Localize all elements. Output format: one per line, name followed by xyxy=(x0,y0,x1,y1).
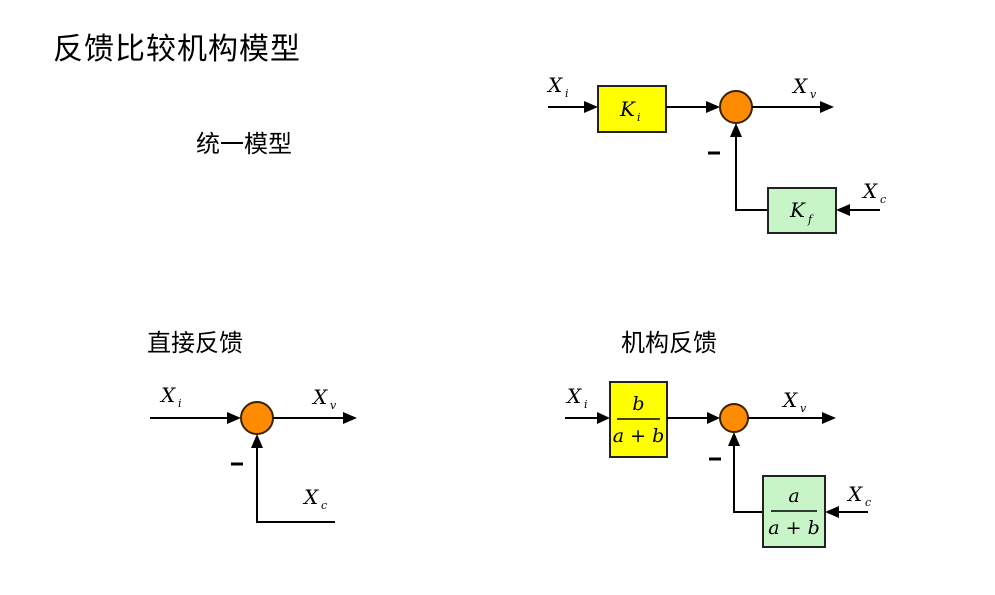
arrow-icon xyxy=(227,412,241,424)
forward-block-main: K xyxy=(619,97,636,121)
feedback-input-label-main: X xyxy=(302,485,319,509)
feedback-input-label-sub: c xyxy=(880,193,886,206)
arrow-icon xyxy=(706,101,720,113)
feedback-block-denominator: a + b xyxy=(768,517,820,539)
summing-junction xyxy=(240,401,274,435)
summing-junction xyxy=(719,403,749,433)
input-label-sub: i xyxy=(565,87,569,100)
output-label-sub: v xyxy=(800,402,807,415)
input-label-sub: i xyxy=(584,398,588,411)
arrow-icon xyxy=(584,101,598,113)
arrow-icon xyxy=(820,101,834,113)
arrow-icon xyxy=(836,204,850,216)
diagram-mechanism: X i b a + b X v a a + b X c xyxy=(565,381,871,548)
arrow-icon xyxy=(707,412,720,424)
arrow-icon xyxy=(251,434,263,448)
output-label-main: X xyxy=(791,74,808,98)
arrow-icon xyxy=(822,412,836,424)
arrow-icon xyxy=(825,506,839,518)
feedback-input-label-main: X xyxy=(846,482,863,506)
input-label-sub: i xyxy=(178,397,182,410)
summing-junction xyxy=(719,90,753,124)
output-label-main: X xyxy=(781,388,798,412)
arrow-icon xyxy=(597,412,610,424)
forward-block-sub: i xyxy=(637,111,641,124)
feedback-input-label-sub: c xyxy=(321,499,327,512)
arrow-icon xyxy=(730,123,742,137)
output-label-sub: v xyxy=(330,399,337,412)
forward-block-numerator: b xyxy=(632,393,644,415)
feedback-block-sub: f xyxy=(807,213,814,226)
feedback-block-numerator: a xyxy=(788,485,799,507)
section-label-mechanism: 机构反馈 xyxy=(621,329,717,357)
feedback-input-label-main: X xyxy=(861,179,878,203)
signal-line-feedback xyxy=(256,445,335,523)
output-label-sub: v xyxy=(810,88,817,101)
section-label-direct: 直接反馈 xyxy=(147,329,243,357)
input-label-main: X xyxy=(565,384,582,408)
forward-block xyxy=(597,85,667,133)
arrow-icon xyxy=(343,412,357,424)
input-label-main: X xyxy=(546,73,563,97)
input-label-main: X xyxy=(159,383,176,407)
feedback-block-main: K xyxy=(789,198,806,222)
signal-line-feedback xyxy=(733,443,763,513)
section-label-unified: 统一模型 xyxy=(196,130,292,158)
forward-block-denominator: a + b xyxy=(613,425,665,447)
signal-line-feedback xyxy=(735,134,768,211)
diagram-direct: X i X v X c xyxy=(150,383,357,523)
diagram-unified: X i K i X v K f X c xyxy=(546,73,886,234)
arrow-icon xyxy=(728,432,740,446)
feedback-block xyxy=(767,187,837,234)
output-label-main: X xyxy=(311,385,328,409)
feedback-input-label-sub: c xyxy=(865,496,871,509)
page-title: 反馈比较机构模型 xyxy=(53,32,301,67)
